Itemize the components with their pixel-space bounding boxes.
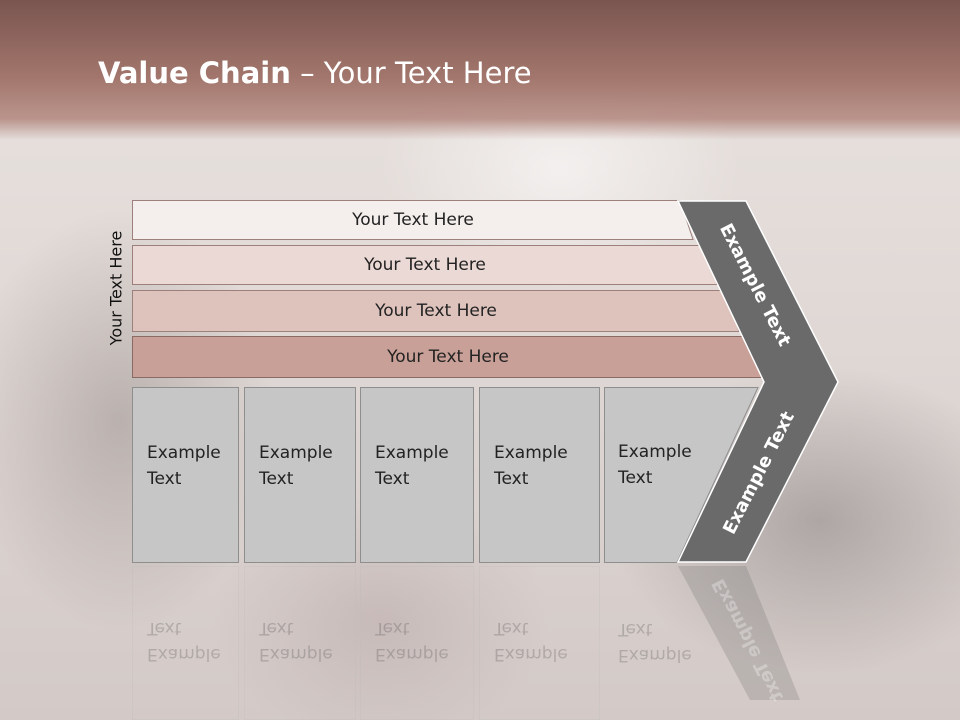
box-4-line2: Text	[494, 469, 529, 489]
reflection-5-line1: Example	[618, 645, 692, 665]
reflection-3-line2: Text	[375, 618, 410, 638]
reflection-2: Example Text	[244, 566, 356, 720]
bar-4: Your Text Here	[132, 336, 764, 378]
slide-title: Value Chain – Your Text Here	[98, 56, 532, 90]
reflection-5: Example Text	[604, 566, 692, 720]
side-label: Your Text Here	[106, 230, 126, 346]
reflection-5-line2: Text	[618, 619, 653, 639]
box-1-line1: Example	[147, 443, 221, 463]
reflection-1-line1: Example	[147, 644, 221, 664]
box-5-line1: Example	[618, 442, 692, 462]
bar-1: Your Text Here	[132, 200, 694, 240]
bar-2: Your Text Here	[132, 245, 718, 285]
reflection-2-line1: Example	[259, 644, 333, 664]
box-1-line2: Text	[147, 469, 182, 489]
title-rest: – Your Text Here	[290, 56, 532, 90]
reflection-3: Example Text	[360, 566, 474, 720]
reflection-1: Example Text	[132, 566, 239, 720]
title-bar	[0, 0, 960, 140]
box-4-line1: Example	[494, 443, 568, 463]
box-2-line1: Example	[259, 443, 333, 463]
bar-2-label: Your Text Here	[364, 255, 486, 275]
reflection-2-line2: Text	[259, 618, 294, 638]
title-bold: Value Chain	[98, 56, 291, 90]
reflection-4-line1: Example	[494, 644, 568, 664]
reflection-1-line2: Text	[147, 618, 182, 638]
box-2-line2: Text	[259, 469, 294, 489]
reflection-4: Example Text	[479, 566, 600, 720]
bar-3: Your Text Here	[132, 290, 740, 332]
bar-3-label: Your Text Here	[375, 301, 497, 321]
bar-1-label: Your Text Here	[352, 210, 474, 230]
box-5-line2: Text	[618, 468, 653, 488]
box-3-line2: Text	[375, 469, 410, 489]
reflection-4-line2: Text	[494, 618, 529, 638]
bar-4-label: Your Text Here	[387, 347, 509, 367]
box-3-line1: Example	[375, 443, 449, 463]
reflection-3-line1: Example	[375, 644, 449, 664]
